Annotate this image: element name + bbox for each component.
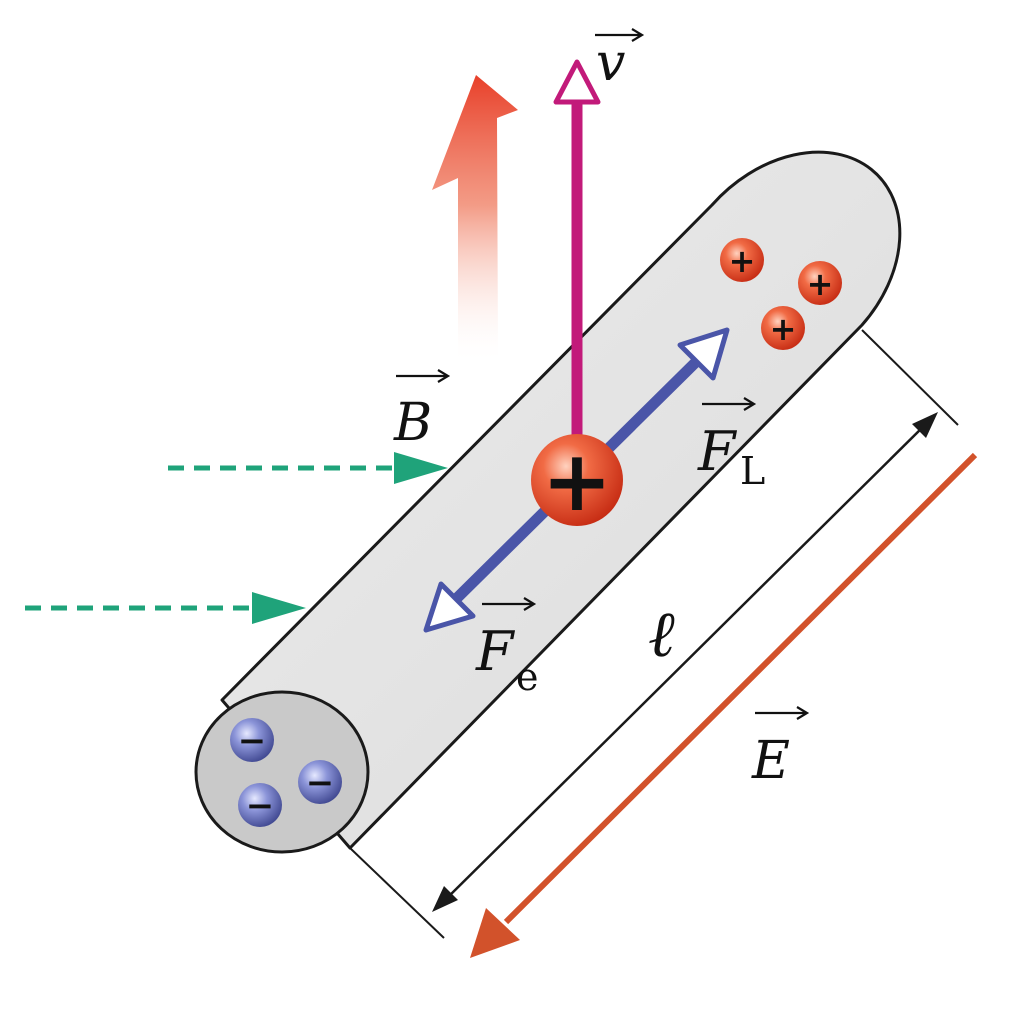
magnetic-field-label: B (393, 369, 451, 453)
central-positive-charge: + (531, 432, 623, 530)
lorentz-force-subscript: L (740, 449, 765, 493)
magnetic-field-lines (25, 452, 448, 624)
negative-charge: − (230, 718, 274, 762)
positive-charge: + (761, 306, 805, 350)
velocity-label-text: v (596, 33, 625, 93)
negative-charge: − (238, 783, 282, 827)
electric-force-label-text: F (475, 620, 516, 683)
rod-end-cap (194, 690, 370, 854)
field-arrowhead-bottom (252, 592, 306, 624)
electric-force-subscript: e (516, 655, 539, 699)
electric-force-label: F e (475, 597, 539, 699)
svg-text:+: + (770, 310, 797, 348)
electric-field-label-text: E (751, 731, 790, 791)
velocity-arrow (553, 59, 601, 440)
svg-text:−: − (238, 721, 267, 761)
motion-arrow (432, 75, 518, 365)
lorentz-force-arrowhead (677, 327, 730, 381)
svg-text:+: + (807, 265, 834, 303)
electric-field-label: E (751, 706, 810, 791)
electric-force-arrowhead (423, 581, 476, 633)
svg-text:−: − (246, 786, 275, 826)
lorentz-force-label-text: F (697, 420, 738, 483)
svg-text:+: + (729, 242, 756, 280)
dimension-arrowhead-lower (432, 886, 458, 912)
length-label: ℓ (648, 598, 675, 672)
magnetic-field-label-text: B (393, 393, 432, 453)
svg-text:−: − (306, 763, 335, 803)
electric-field-arrow (470, 452, 978, 958)
central-charge-sign: + (542, 432, 612, 530)
lorentz-force-label: F L (697, 397, 765, 493)
field-arrowhead-top (394, 452, 448, 484)
positive-charges: + + + (720, 238, 842, 350)
positive-charge: + (720, 238, 764, 282)
negative-charge: − (298, 760, 342, 804)
positive-charge: + (798, 261, 842, 305)
dimension-arrowhead-upper (912, 412, 938, 438)
velocity-label: v (595, 28, 645, 93)
length-dimension: ℓ (349, 329, 959, 939)
negative-charges: − − − (230, 718, 342, 827)
